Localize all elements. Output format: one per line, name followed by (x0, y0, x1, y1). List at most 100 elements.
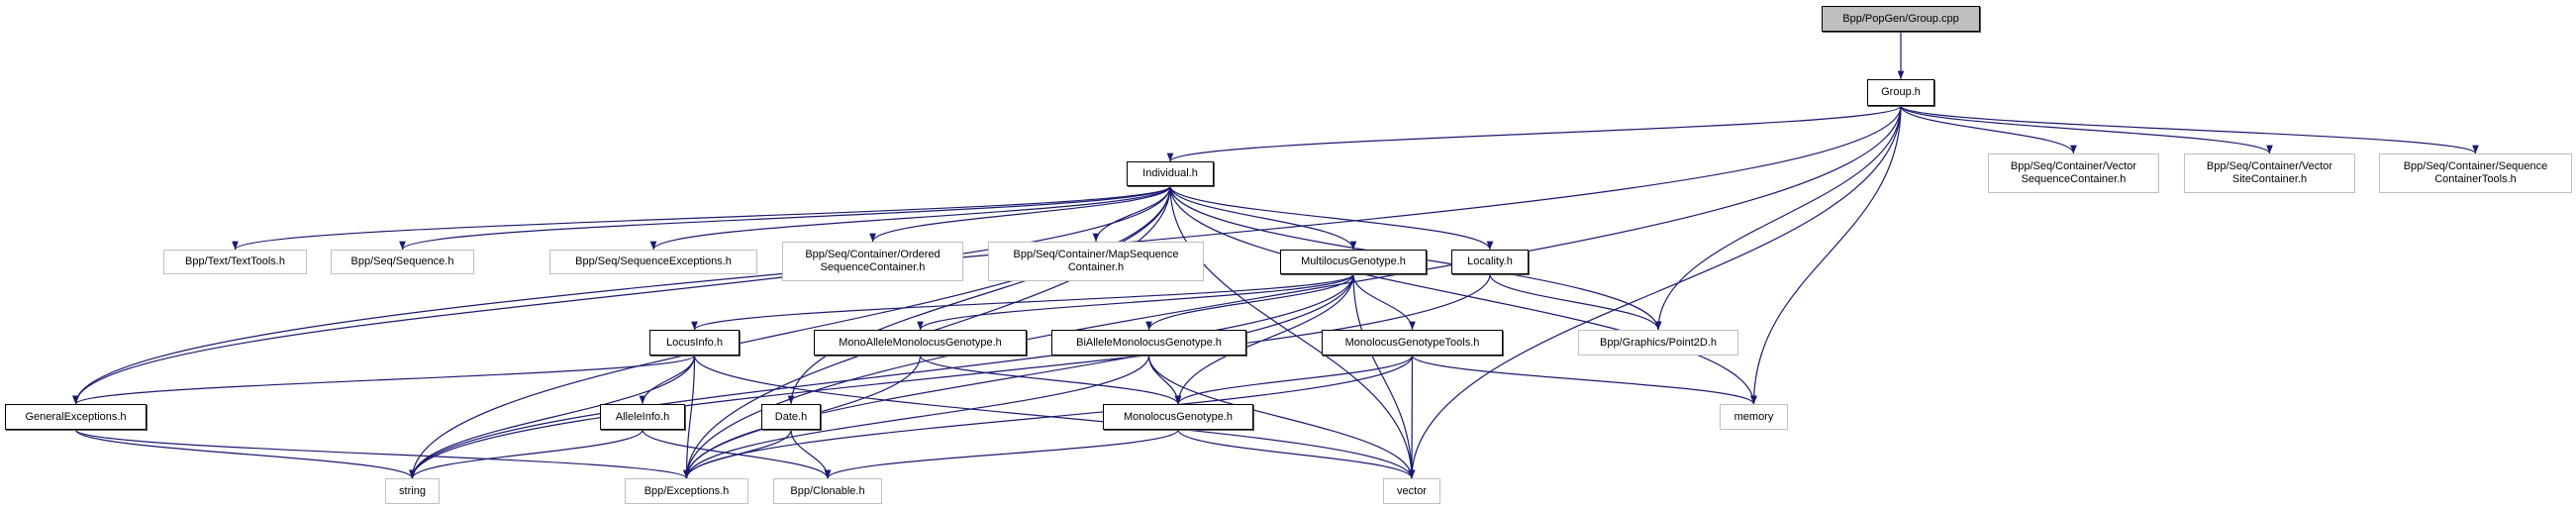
edge-individual-to-ordered (869, 185, 1171, 243)
node-label: SequenceContainer.h (820, 261, 926, 273)
node-sequence: Bpp/Seq/Sequence.h (331, 250, 474, 274)
edge-individual-to-memory (1169, 185, 1757, 405)
edge-individual-to-multilocus (1169, 185, 1357, 251)
edge-alleleinfo-to-string (409, 429, 644, 479)
node-texttools: Bpp/Text/TextTools.h (163, 250, 307, 274)
edge-multilocus-to-locusinfo (691, 273, 1354, 331)
node-label: Bpp/Seq/SequenceExceptions.h (575, 255, 732, 267)
edge-locality-to-point2d (1489, 273, 1662, 331)
edge-alleleinfo-to-clonable (642, 429, 832, 479)
node-label: Individual.h (1142, 167, 1198, 179)
edge-individual-to-date (787, 185, 1171, 405)
node-label: Bpp/Seq/Container/Vector (2010, 160, 2137, 172)
edge-individual-to-texttools (232, 185, 1171, 251)
edge-biallele-to-exceptions (683, 355, 1150, 479)
edge-multilocus-to-biallele (1145, 273, 1354, 331)
edge-individual-to-locality (1169, 185, 1494, 251)
node-group_cpp[interactable]: Bpp/PopGen/Group.cpp (1822, 6, 1980, 32)
node-label: LocusInfo.h (666, 336, 723, 349)
node-seqexc: Bpp/Seq/SequenceExceptions.h (549, 250, 757, 274)
edge-genexc-to-string (74, 429, 416, 479)
edge-individual-to-vector (1169, 185, 1416, 479)
node-label: Bpp/PopGen/Group.cpp (1842, 12, 1959, 25)
node-genexc[interactable]: GeneralExceptions.h (5, 404, 147, 430)
node-label: Bpp/Seq/Container/Ordered (805, 249, 941, 260)
node-label: vector (1397, 484, 1427, 497)
edge-individual-to-string (409, 185, 1171, 479)
node-label: Locality.h (1467, 255, 1513, 267)
node-group_h[interactable]: Group.h (1867, 79, 1934, 106)
node-label: Bpp/Seq/Container/Sequence (2403, 160, 2548, 172)
edge-monotools-to-monolocus (1174, 355, 1414, 405)
node-label: Bpp/Clonable.h (790, 484, 865, 497)
edge-multilocus-to-vector (1352, 273, 1416, 479)
node-label: Bpp/Text/TextTools.h (185, 255, 285, 267)
node-label: MonoAlleleMonolocusGenotype.h (839, 336, 1002, 349)
edge-locusinfo-to-string (409, 355, 696, 479)
node-string: string (385, 478, 440, 504)
edge-group_h-to-individual (1166, 105, 1902, 162)
node-label: string (399, 484, 426, 497)
node-label: SequenceContainer.h (2021, 173, 2127, 185)
edge-group_h-to-point2d (1654, 105, 1902, 331)
edge-group_h-to-memory (1750, 105, 1902, 405)
node-label: GeneralExceptions.h (25, 410, 127, 423)
node-locusinfo[interactable]: LocusInfo.h (649, 330, 740, 356)
node-label: Date.h (774, 410, 808, 423)
node-label: Container.h (1067, 261, 1125, 273)
edge-genexc-to-exceptions (74, 429, 690, 479)
edge-individual-to-genexc (72, 185, 1171, 405)
node-label: BiAlleleMonolocusGenotype.h (1076, 336, 1222, 349)
node-label: Bpp/Seq/Container/Vector (2206, 160, 2333, 172)
node-alleleinfo[interactable]: AlleleInfo.h (600, 404, 685, 430)
node-biallele[interactable]: BiAlleleMonolocusGenotype.h (1051, 330, 1246, 356)
edge-locality-to-string (409, 273, 1491, 479)
edge-date-to-clonable (790, 429, 832, 479)
node-locality[interactable]: Locality.h (1451, 250, 1529, 274)
edge-biallele-to-monolocus (1147, 355, 1182, 405)
edge-locusinfo-to-genexc (72, 355, 696, 405)
edge-monolocus-to-vector (1177, 429, 1416, 479)
node-clonable: Bpp/Clonable.h (773, 478, 882, 504)
edge-multilocus-to-monoallele (917, 273, 1354, 331)
node-point2d: Bpp/Graphics/Point2D.h (1578, 330, 1738, 356)
node-multilocus[interactable]: MultilocusGenotype.h (1280, 250, 1427, 274)
node-label: Bpp/Seq/Sequence.h (350, 255, 454, 267)
edge-monolocus-to-clonable (824, 429, 1179, 479)
edge-group_h-to-vecsite (1900, 105, 2273, 154)
node-memory: memory (1720, 404, 1788, 430)
edge-individual-to-sequence (399, 185, 1171, 251)
edge-group_h-to-vector (1408, 105, 1902, 479)
edge-multilocus-to-string (409, 273, 1354, 479)
edge-locusinfo-to-exceptions (683, 355, 696, 479)
node-label: MonolocusGenotypeTools.h (1344, 336, 1480, 349)
node-label: Bpp/Seq/Container/MapSequence (1013, 249, 1179, 260)
node-individual[interactable]: Individual.h (1127, 161, 1214, 186)
node-monotools[interactable]: MonolocusGenotypeTools.h (1322, 330, 1503, 356)
node-vector: vector (1383, 478, 1440, 504)
edge-monotools-to-vector (1408, 355, 1416, 479)
node-monolocus[interactable]: MonolocusGenotype.h (1103, 404, 1253, 430)
node-label: ContainerTools.h (2434, 173, 2517, 185)
node-monoallele[interactable]: MonoAlleleMonolocusGenotype.h (814, 330, 1027, 356)
node-exceptions: Bpp/Exceptions.h (625, 478, 748, 504)
node-label: memory (1734, 410, 1774, 423)
edge-biallele-to-vector (1147, 355, 1416, 479)
edge-multilocus-to-monotools (1352, 273, 1416, 331)
edge-group_h-to-seqtools (1900, 105, 2479, 154)
node-label: Group.h (1881, 86, 1921, 98)
node-date[interactable]: Date.h (761, 404, 821, 430)
edge-individual-to-seqexc (649, 185, 1171, 251)
node-label: Bpp/Graphics/Point2D.h (1599, 336, 1717, 349)
edge-date-to-exceptions (683, 429, 792, 479)
edge-group_h-to-exceptions (683, 105, 1902, 479)
edge-monoallele-to-monolocus (919, 355, 1182, 405)
edge-group_h-to-vecseq (1900, 105, 2077, 154)
